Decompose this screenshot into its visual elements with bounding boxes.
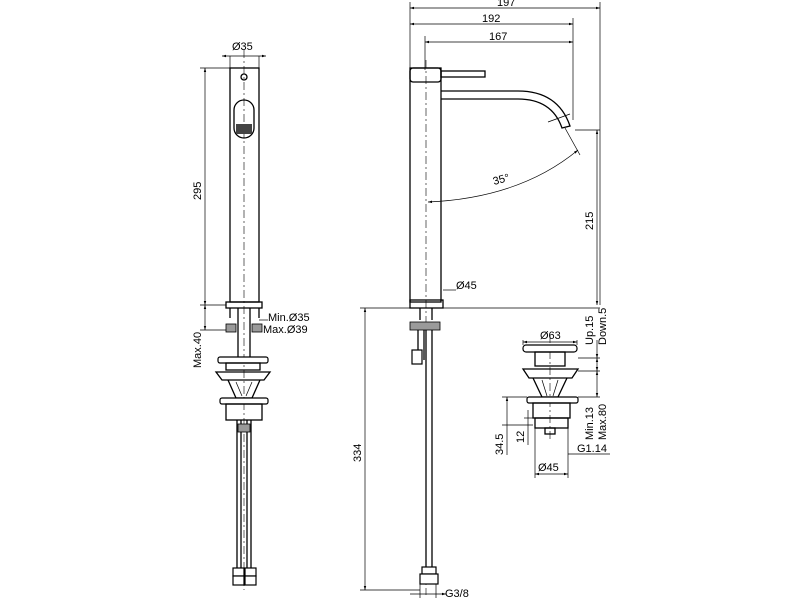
lever-handle	[440, 70, 486, 78]
dim-total-reach: 197	[497, 0, 515, 9]
dim-max-thickness: Max.80	[597, 404, 609, 440]
dim-thread-height: 12	[515, 431, 527, 443]
spout	[441, 90, 571, 129]
dim-cap-diameter: Ø63	[540, 330, 561, 342]
dim-waste-body-diameter: Ø45	[538, 462, 559, 474]
front-view: Ø35 295 Max.40 Min.Ø35 Max.Ø39	[192, 41, 310, 590]
dim-hose-length: 334	[352, 444, 364, 462]
lever-hub	[409, 67, 442, 83]
faucet-body-front	[229, 67, 260, 303]
dim-front-height: 295	[192, 182, 204, 200]
dim-spout-height: 215	[584, 212, 596, 230]
dim-spout-reach: 192	[482, 13, 500, 25]
dim-min-hole: Min.Ø35	[268, 312, 310, 324]
dim-angle: 35°	[492, 172, 511, 188]
dim-max-hole: Max.Ø39	[263, 324, 308, 336]
dim-hose-thread: G3/8	[445, 588, 469, 600]
waste-cap	[522, 344, 578, 353]
dim-stroke-down: Down.5	[597, 308, 609, 345]
waste-detail: Ø63 Up.15 Down.5 Min.13 Max.80 34.5 12 G…	[494, 308, 610, 478]
faucet-body-side	[409, 67, 442, 303]
side-view: G3/8 197 192 167 215 35° Ø45 334	[352, 0, 601, 600]
dim-waste-thread: G1.14	[577, 443, 607, 455]
aerator-opening	[233, 99, 255, 139]
dim-body-height: 34.5	[494, 434, 506, 455]
dim-min-thickness: Min.13	[584, 407, 596, 440]
dim-base-diameter: Ø45	[456, 280, 477, 292]
dim-front-max-depth: Max.40	[192, 332, 204, 368]
dim-stroke-up: Up.15	[584, 316, 596, 345]
aerator-icon	[236, 124, 252, 134]
dim-lever-reach: 167	[489, 31, 507, 43]
lever-pin	[240, 73, 248, 81]
dim-front-diameter: Ø35	[232, 41, 253, 53]
